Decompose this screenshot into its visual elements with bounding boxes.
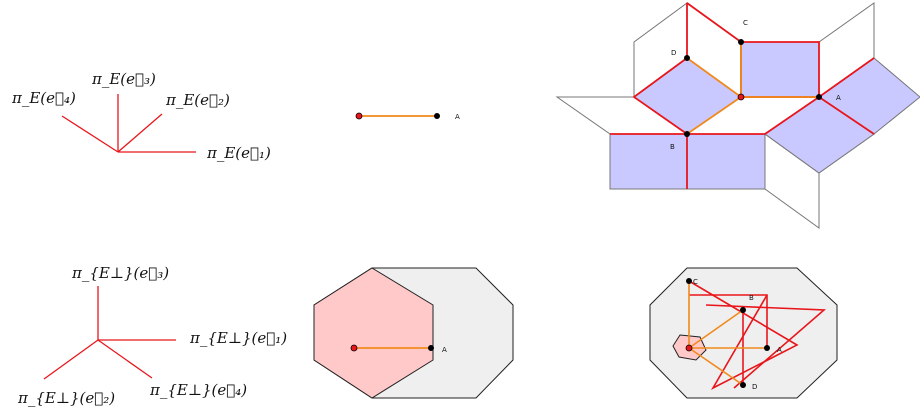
label-c-tiling: C — [743, 19, 748, 27]
point-a-right — [764, 345, 770, 351]
label-b-right: B — [749, 294, 754, 302]
label-eperp-e4: π_{E⊥}(e⃗₄) — [149, 381, 247, 399]
label-e4: π_E(e⃗₄) — [11, 89, 76, 107]
label-d-right: D — [752, 383, 757, 391]
tiling: A B C D — [555, 2, 920, 229]
label-d-tiling: D — [671, 49, 676, 57]
origin-point-top — [355, 112, 363, 120]
point-a-tiling — [816, 94, 822, 100]
origin-point-right — [685, 344, 693, 352]
label-eperp-e1: π_{E⊥}(e⃗₁) — [189, 329, 287, 347]
label-e3: π_E(e⃗₃) — [91, 70, 156, 88]
star-eperp-e2-arrow — [43, 339, 99, 380]
segment-top: A — [355, 112, 460, 121]
point-c-right — [686, 278, 692, 284]
origin-point-middle — [350, 344, 358, 352]
label-a-right: A — [777, 346, 782, 354]
star-e-e2-arrow — [117, 113, 163, 153]
star-eperp — [43, 286, 176, 380]
point-d-tiling — [684, 55, 690, 61]
label-a-middle: A — [442, 346, 447, 354]
origin-point-tiling — [737, 93, 745, 101]
point-a-middle — [428, 345, 434, 351]
label-eperp-e2: π_{E⊥}(e⃗₂) — [17, 389, 115, 407]
point-a-top — [434, 113, 440, 119]
label-eperp-e3: π_{E⊥}(e⃗₃) — [71, 264, 169, 282]
label-a-tiling: A — [836, 94, 841, 102]
star-eperp-e4-arrow — [97, 339, 153, 379]
acceptance-hexagon-middle — [313, 267, 434, 399]
star-e-e4-arrow — [61, 115, 119, 153]
label-c-right: C — [693, 278, 698, 286]
point-b-right — [740, 307, 746, 313]
label-a-top: A — [455, 113, 460, 121]
window-middle: A — [313, 267, 514, 399]
point-c-tiling — [738, 39, 744, 45]
label-b-tiling: B — [670, 143, 675, 151]
window-right: A B C D — [649, 267, 838, 399]
label-e2: π_E(e⃗₂) — [165, 91, 230, 109]
point-b-tiling — [684, 131, 690, 137]
star-e — [61, 94, 196, 153]
point-d-right — [740, 382, 746, 388]
label-e1: π_E(e⃗₁) — [206, 144, 271, 162]
